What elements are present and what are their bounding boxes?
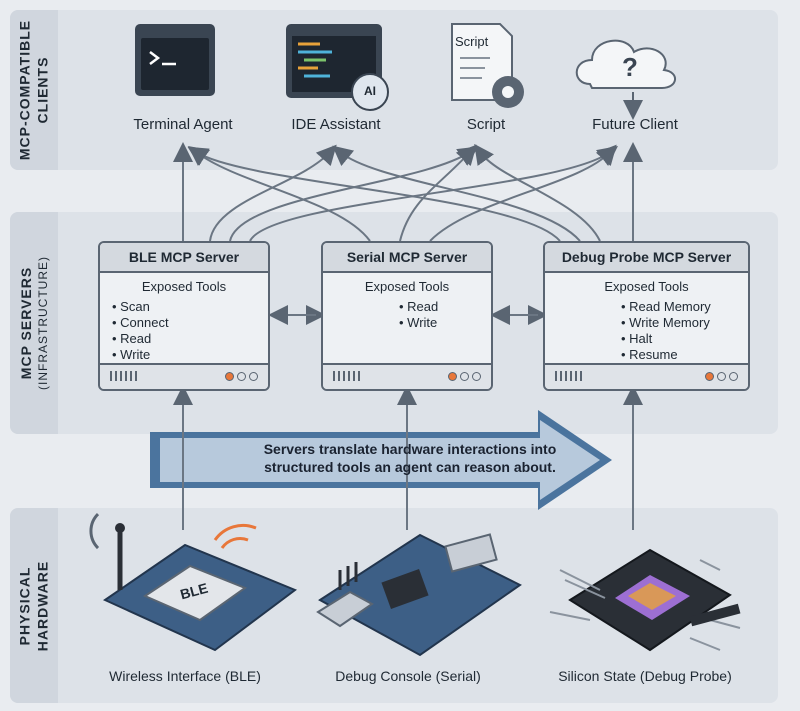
hardware-label-serial: Debug Console (Serial)	[335, 668, 481, 684]
tool-list: Scan Connect Read Write	[112, 299, 169, 363]
status-led	[460, 372, 469, 381]
silicon-chip-icon	[549, 548, 741, 652]
vent-slot	[358, 371, 360, 381]
tool-item: Write	[112, 347, 169, 363]
server-vent	[323, 363, 491, 389]
tool-item: Read	[399, 299, 438, 315]
exposed-tools-label: Exposed Tools	[364, 279, 450, 294]
tool-list: Read Memory Write Memory Halt Resume	[621, 299, 711, 363]
server-vent	[100, 363, 268, 389]
tool-item: Write Memory	[621, 315, 711, 331]
script-doc-text: Script	[455, 34, 489, 49]
server-ble: BLE MCP Server Exposed Tools Scan Connec…	[98, 241, 270, 391]
tool-item: Halt	[621, 331, 711, 347]
vent-slot	[348, 371, 350, 381]
tool-item: Scan	[112, 299, 169, 315]
status-led	[249, 372, 258, 381]
clients-layer-label-bg: MCP-COMPATIBLE CLIENTS	[10, 10, 58, 170]
status-led	[729, 372, 738, 381]
vent-slot	[560, 371, 562, 381]
vent-slot	[130, 371, 132, 381]
exposed-tools-label: Exposed Tools	[141, 279, 227, 294]
status-led	[237, 372, 246, 381]
servers-layer-label-bg: MCP SERVERS (INFRASTRUCTURE)	[10, 212, 58, 434]
server-debug-probe: Debug Probe MCP Server Exposed Tools Rea…	[543, 241, 750, 391]
vent-slot	[120, 371, 122, 381]
vent-slot	[580, 371, 582, 381]
server-title: Serial MCP Server	[323, 243, 491, 273]
ide-ai-badge: AI	[364, 84, 376, 98]
hardware-label-debug: Silicon State (Debug Probe)	[558, 668, 732, 684]
client-label-future: Future Client	[592, 116, 678, 133]
vent-slot	[565, 371, 567, 381]
vertical-links	[173, 142, 643, 530]
usb-board-icon	[316, 533, 522, 657]
status-led	[225, 372, 234, 381]
tool-item: Connect	[112, 315, 168, 331]
vent-slot	[555, 371, 557, 381]
server-title: Debug Probe MCP Server	[545, 243, 748, 273]
client-label-ide: IDE Assistant	[291, 116, 381, 133]
status-led	[705, 372, 714, 381]
tool-item: Resume	[621, 347, 711, 363]
hardware-layer-label-bg: PHYSICAL HARDWARE	[10, 508, 58, 703]
vent-slot	[333, 371, 335, 381]
tool-item: Read Memory	[621, 299, 711, 315]
exposed-tools-label: Exposed Tools	[604, 279, 689, 294]
vent-slot	[110, 371, 112, 381]
vent-slot	[570, 371, 572, 381]
ble-board-icon	[89, 512, 298, 652]
vent-slot	[575, 371, 577, 381]
client-label-terminal: Terminal Agent	[133, 116, 233, 133]
terminal-icon	[135, 24, 215, 96]
vent-slot	[115, 371, 117, 381]
server-vent	[545, 363, 748, 389]
vent-slot	[338, 371, 340, 381]
status-led	[448, 372, 457, 381]
vent-slot	[353, 371, 355, 381]
tool-item: Read	[112, 331, 169, 347]
server-serial: Serial MCP Server Exposed Tools Read Wri…	[321, 241, 493, 391]
translation-caption: Servers translate hardware interactions …	[263, 441, 557, 475]
vent-slot	[135, 371, 137, 381]
tool-item: Write	[399, 315, 438, 331]
script-gear-icon	[451, 23, 524, 108]
server-client-links	[187, 143, 618, 242]
tool-list: Read Write	[399, 299, 438, 331]
ide-ai-icon	[286, 24, 389, 111]
server-title: BLE MCP Server	[100, 243, 268, 273]
status-led	[717, 372, 726, 381]
vent-slot	[125, 371, 127, 381]
client-label-script: Script	[466, 116, 506, 133]
cloud-question-icon	[575, 39, 676, 120]
vent-slot	[343, 371, 345, 381]
status-led	[472, 372, 481, 381]
hardware-label-ble: Wireless Interface (BLE)	[109, 668, 261, 684]
cloud-question-mark: ?	[622, 52, 638, 82]
